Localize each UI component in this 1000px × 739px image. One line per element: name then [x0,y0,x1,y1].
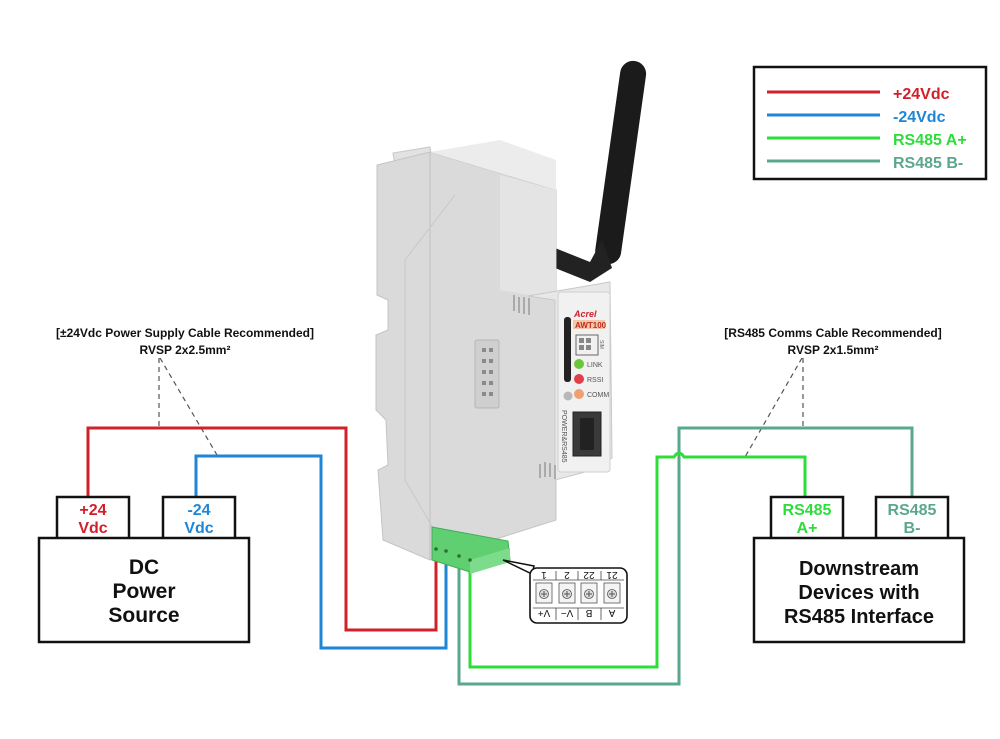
sim-label: SIM [598,340,604,349]
led-comm-icon [574,389,584,399]
power-source-title-2: Power [112,580,175,603]
power-cable-spec: RVSP 2x2.5mm² [140,343,231,357]
terminal-signal-vplus: V+ [538,607,551,618]
terminal-rs485b-line1: RS485 [888,502,937,519]
wires [86,426,914,686]
model-badge [573,320,605,329]
sim-card-icon [575,334,599,356]
terminal-rs485a-line2: A+ [797,520,818,537]
terminal-signal-vminus: V− [561,607,574,618]
wire-rs485a [468,451,807,669]
power-source-title-1: DC [129,556,159,579]
port-label: POWER&RS485 [560,410,567,463]
legend: +24Vdc -24Vdc RS485 A+ RS485 B- [752,65,988,181]
terminal-rs485a-line1: RS485 [783,502,832,519]
sim-slot [564,317,571,382]
terminal-plus24-line1: +24 [79,502,106,519]
screw-terminal-icons [535,582,621,604]
callout-pointer [502,559,535,576]
terminal-number-2: 2 [564,569,570,580]
callout-frame [529,567,628,624]
terminal-minus24-line2: Vdc [184,520,213,537]
wire-rs485b [457,426,914,686]
power-source-title-3: Source [108,604,179,627]
downstream-box [752,536,966,644]
model-label: AWT100 [575,321,607,330]
comms-cable-annotation: [RS485 Comms Cable Recommended] RVSP 2x1… [724,326,942,458]
power-cable-title: [±24Vdc Power Supply Cable Recommended] [56,326,314,340]
terminal-plus24 [55,495,131,541]
terminal-rs485b [874,495,950,541]
dc-power-source: +24 Vdc -24 Vdc DC Power Source [37,495,251,644]
terminal-signal-a: A [608,607,615,618]
wire-minus24 [194,454,448,650]
awt100-device: Acrel AWT100 SIM LINK RSSI COMM POWER&RS… [375,60,647,574]
led-link-label: LINK [587,362,603,369]
brand-logo: Acrel [573,309,597,319]
legend-label-plus24: +24Vdc [893,86,950,103]
terminal-minus24-line1: -24 [187,502,210,519]
legend-label-rs485b: RS485 B- [893,155,963,172]
power-source-box [37,536,251,644]
terminal-number-21: 21 [606,569,618,580]
downstream-title-3: RS485 Interface [784,606,934,628]
led-comm-label: COMM [587,392,609,399]
legend-label-rs485a: RS485 A+ [893,132,967,149]
side-port-icon [474,339,500,409]
led-rssi-icon [574,374,584,384]
wire-plus24 [86,426,438,632]
comms-cable-leader-2 [744,357,803,458]
downstream-devices: RS485 A+ RS485 B- Downstream Devices wit… [752,495,966,644]
comms-cable-spec: RVSP 2x1.5mm² [788,343,879,357]
power-cable-annotation: [±24Vdc Power Supply Cable Recommended] … [56,326,314,456]
terminal-number-22: 22 [583,569,595,580]
terminal-signal-b: B [585,607,592,618]
comms-cable-title: [RS485 Comms Cable Recommended] [724,326,941,340]
terminal-rs485b-line2: B- [904,520,921,537]
power-cable-leader-2 [159,357,218,456]
led-link-icon [574,359,584,369]
downstream-title-2: Devices with [798,582,919,604]
terminal-rs485a [769,495,845,541]
terminal-callout: 1 2 22 21 V+ V− B A [502,559,628,624]
terminal-plus24-line2: Vdc [78,520,107,537]
terminal-number-1: 1 [541,569,547,580]
downstream-title-1: Downstream [799,558,919,580]
led-rssi-label: RSSI [587,377,603,384]
terminal-minus24 [161,495,237,541]
legend-label-minus24: -24Vdc [893,109,946,126]
reset-button [563,391,573,401]
